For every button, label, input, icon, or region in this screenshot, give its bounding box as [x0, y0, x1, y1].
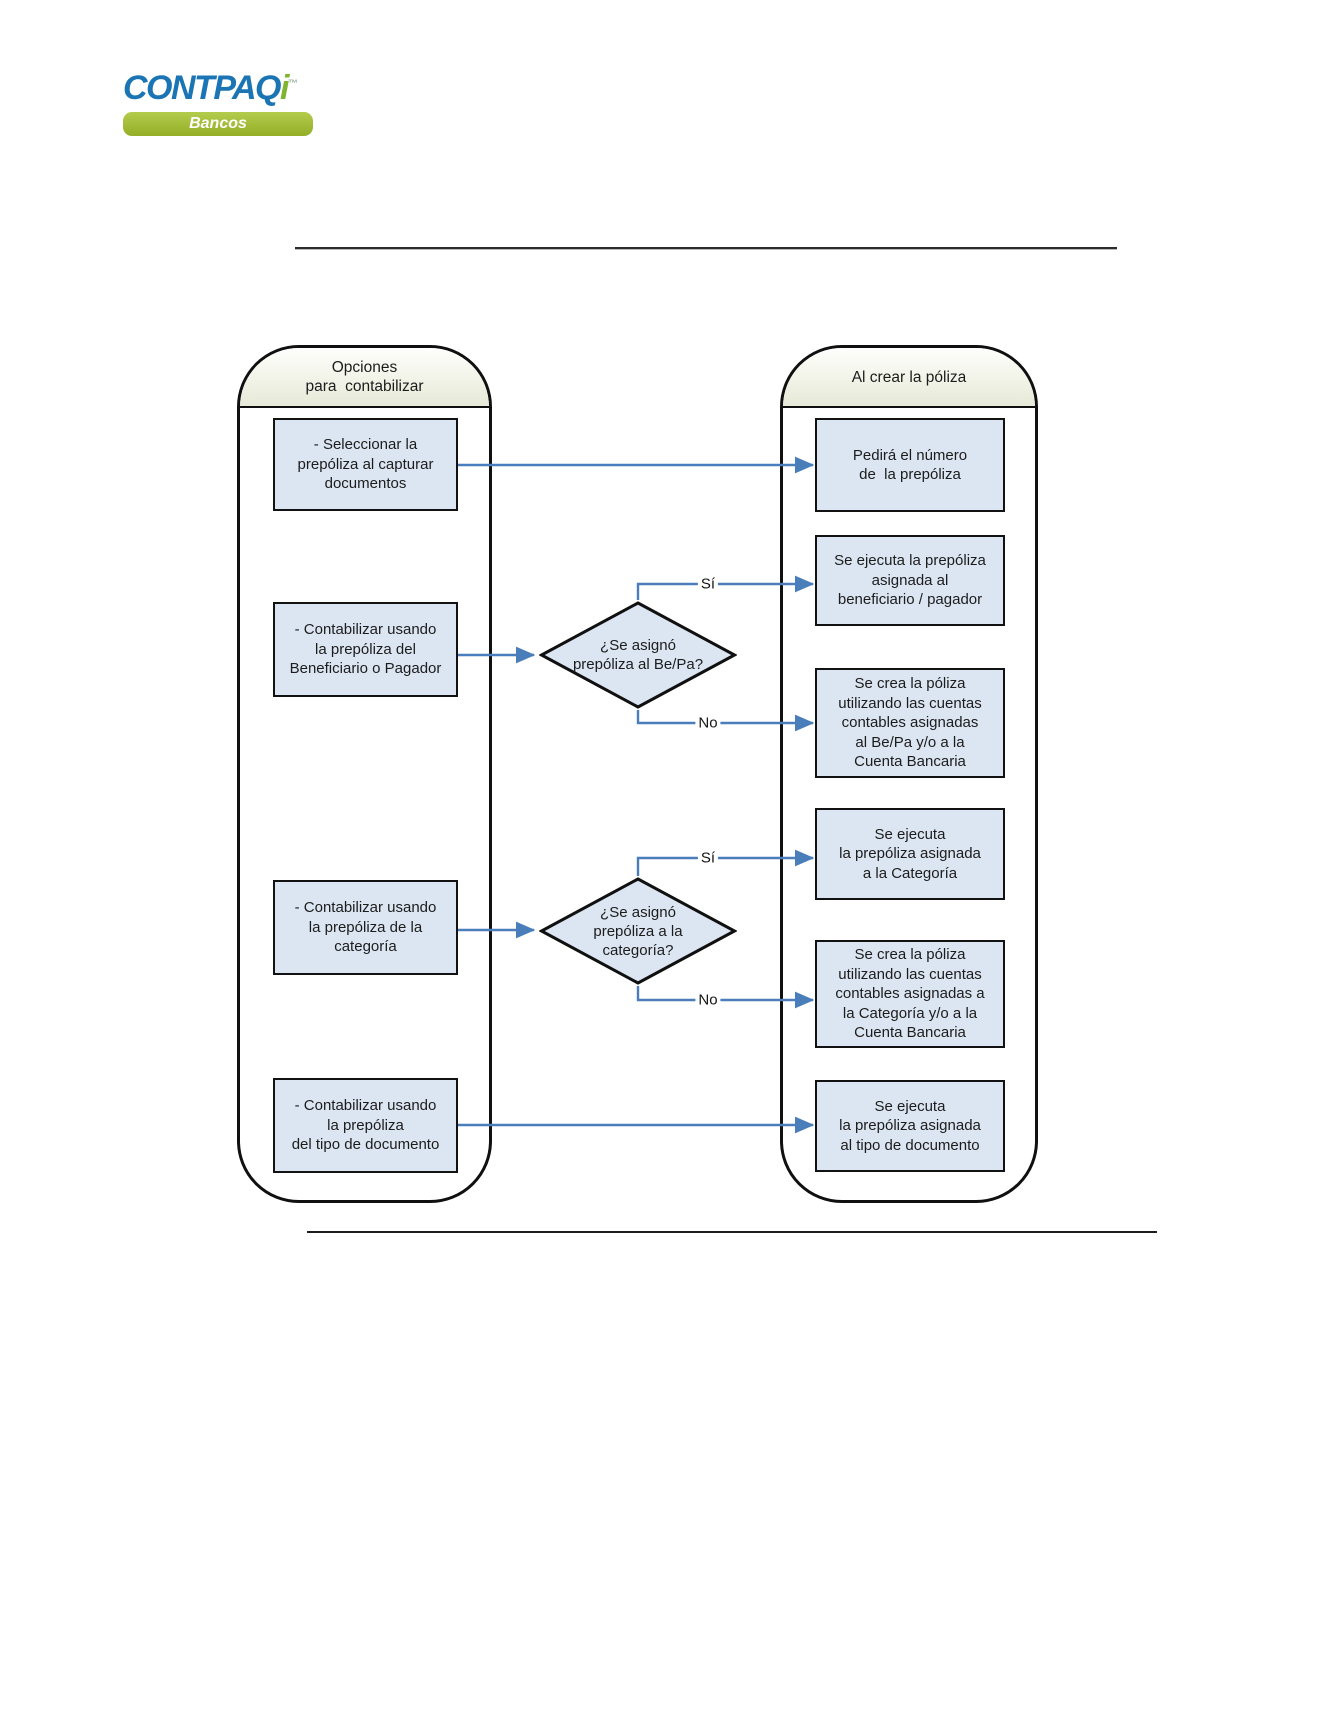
contpaqi-logo: CONTPAQi™ Bancos: [123, 69, 313, 137]
logo-trademark: ™: [287, 78, 298, 90]
process-box-contabilizar-tipo-documento: - Contabilizar usando la prepóliza del t…: [273, 1078, 458, 1173]
no-label-decision2: No: [695, 991, 721, 1009]
lane-title-al-crear-la-poliza: Al crear la póliza: [783, 348, 1035, 408]
logo-brand-text: CONTPAQ: [123, 69, 281, 107]
process-box-ejecuta-prepoliza-categoria: Se ejecuta la prepóliza asignada a la Ca…: [815, 808, 1005, 900]
process-box-contabilizar-categoria: - Contabilizar usando la prepóliza de la…: [273, 880, 458, 975]
top-divider: [295, 247, 1117, 250]
decision-label-bepa: ¿Se asignó prepóliza al Be/Pa?: [572, 637, 704, 673]
diamond-outline: [539, 601, 737, 709]
process-box-contabilizar-beneficiario-pagador: - Contabilizar usando la prepóliza del B…: [273, 602, 458, 697]
yes-label-decision2: Sí: [697, 849, 719, 867]
logo-wordmark: CONTPAQi™: [123, 69, 313, 107]
bancos-badge: Bancos: [123, 112, 313, 137]
diamond-shape: [539, 877, 737, 985]
process-box-seleccionar-prepoliza: - Seleccionar la prepóliza al capturar d…: [273, 418, 458, 511]
process-box-crea-poliza-bepa: Se crea la póliza utilizando las cuentas…: [815, 668, 1005, 778]
decision-se-asigno-prepoliza-bepa: ¿Se asignó prepóliza al Be/Pa?: [539, 601, 737, 709]
process-box-ejecuta-prepoliza-beneficiario: Se ejecuta la prepóliza asignada al bene…: [815, 535, 1005, 626]
no-label-decision1: No: [695, 714, 721, 732]
decision-se-asigno-prepoliza-categoria: ¿Se asignó prepóliza a la categoría?: [539, 877, 737, 985]
lane-title-opciones: Opciones para contabilizar: [240, 348, 489, 408]
process-box-ejecuta-prepoliza-tipo-documento: Se ejecuta la prepóliza asignada al tipo…: [815, 1080, 1005, 1172]
process-box-pedira-numero-prepoliza: Pedirá el número de la prepóliza: [815, 418, 1005, 512]
bottom-divider: [307, 1231, 1157, 1233]
process-box-crea-poliza-categoria: Se crea la póliza utilizando las cuentas…: [815, 940, 1005, 1048]
yes-label-decision1: Sí: [697, 575, 719, 593]
logo-i-text: i: [279, 69, 289, 107]
diamond-shape: [539, 601, 737, 709]
diamond-outline: [539, 877, 737, 985]
decision-label-categoria: ¿Se asignó prepóliza a la categoría?: [593, 903, 683, 959]
